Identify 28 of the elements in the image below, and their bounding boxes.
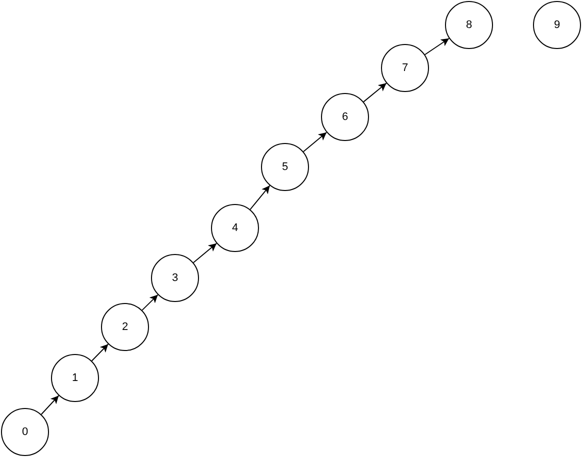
arrow: [142, 294, 158, 311]
node-circle: [261, 143, 309, 191]
node-circle: [321, 93, 369, 141]
node-label: 9: [554, 19, 560, 31]
node-label: 5: [282, 161, 288, 173]
node-label: 7: [402, 62, 408, 74]
arrow: [250, 185, 270, 210]
node-label: 4: [232, 222, 238, 234]
arrow: [363, 82, 387, 102]
node-circle: [445, 1, 493, 49]
node-circle: [1, 408, 49, 456]
node-label: 0: [22, 426, 28, 438]
arrow: [91, 344, 109, 362]
node-circle: [211, 204, 259, 252]
arrow: [424, 38, 450, 56]
node-circle: [533, 1, 581, 49]
node-label: 1: [72, 372, 78, 384]
node-label: 6: [342, 111, 348, 123]
node-label: 3: [172, 272, 178, 284]
node-circle: [151, 254, 199, 302]
arrow: [302, 132, 328, 152]
node-circle: [101, 303, 149, 351]
node-circle: [381, 44, 429, 92]
arrow: [40, 395, 60, 415]
arrow: [192, 242, 218, 264]
node-circle: [51, 354, 99, 402]
node-label: 2: [122, 321, 128, 333]
node-label: 8: [466, 19, 472, 31]
